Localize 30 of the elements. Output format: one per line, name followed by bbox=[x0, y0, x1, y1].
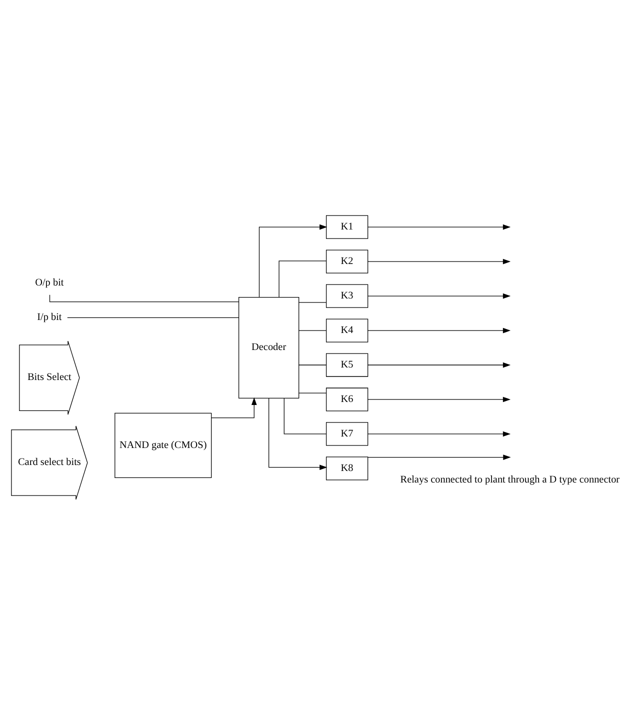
arrow bbox=[368, 430, 511, 436]
arrow bbox=[368, 362, 511, 368]
node-box: K3 bbox=[326, 284, 368, 308]
arrow bbox=[368, 258, 511, 264]
arrow bbox=[258, 224, 328, 298]
node-box: K1 bbox=[326, 214, 368, 238]
node-box: K4 bbox=[326, 318, 368, 342]
arrow bbox=[368, 454, 511, 460]
connector bbox=[284, 398, 327, 434]
node-box: K6 bbox=[326, 387, 368, 411]
node-box: K2 bbox=[326, 249, 368, 273]
connector bbox=[67, 316, 240, 318]
node-box: K5 bbox=[326, 352, 368, 376]
node-text: O/p bit bbox=[35, 277, 64, 288]
arrow bbox=[368, 224, 511, 230]
node-box: Decoder bbox=[238, 296, 300, 398]
node-box: K7 bbox=[326, 422, 368, 446]
connector bbox=[298, 392, 327, 393]
arrow bbox=[368, 396, 511, 402]
connector bbox=[278, 260, 327, 298]
node-text: I/p bit bbox=[37, 312, 62, 323]
arrow bbox=[268, 397, 328, 470]
label: Relays connected to plant through a D type connector bbox=[400, 474, 620, 485]
arrow bbox=[368, 292, 511, 298]
node-box: NAND gate (CMOS) bbox=[114, 412, 212, 478]
connector bbox=[49, 294, 239, 302]
connector bbox=[298, 364, 327, 365]
node-box: K8 bbox=[326, 456, 368, 480]
arrow bbox=[211, 396, 257, 418]
arrow bbox=[368, 327, 511, 333]
